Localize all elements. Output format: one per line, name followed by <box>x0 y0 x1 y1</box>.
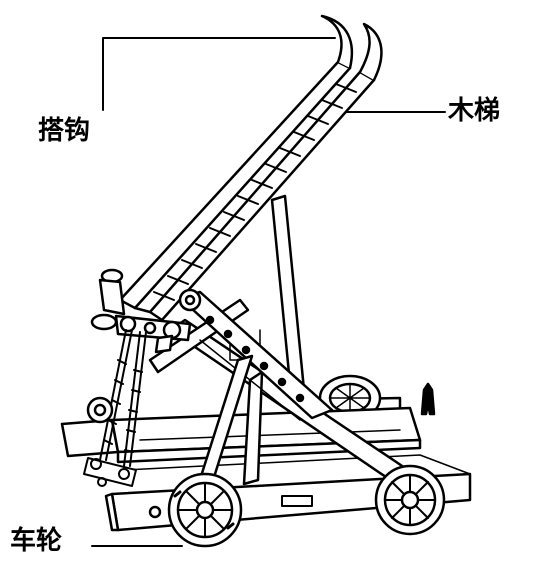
ladder-label: 木梯 <box>448 96 501 126</box>
wooden-ladder <box>118 14 383 322</box>
distant-figure <box>420 382 436 416</box>
right-top-hook <box>358 22 383 82</box>
ladder-pivot <box>90 268 202 354</box>
ladder-rungs <box>153 83 357 301</box>
wheel-label: 车轮 <box>10 526 63 556</box>
ladder-left-rail <box>118 60 352 310</box>
chains <box>83 329 147 487</box>
front-right-wheel <box>374 464 446 536</box>
front-left-wheel <box>167 472 243 548</box>
chassis-slot <box>281 495 313 507</box>
hook-leader-line <box>102 37 336 111</box>
small-front-wheel <box>86 396 114 424</box>
leader-lines <box>91 37 446 547</box>
left-top-hook <box>320 14 354 70</box>
hook-label: 搭钩 <box>38 116 91 146</box>
